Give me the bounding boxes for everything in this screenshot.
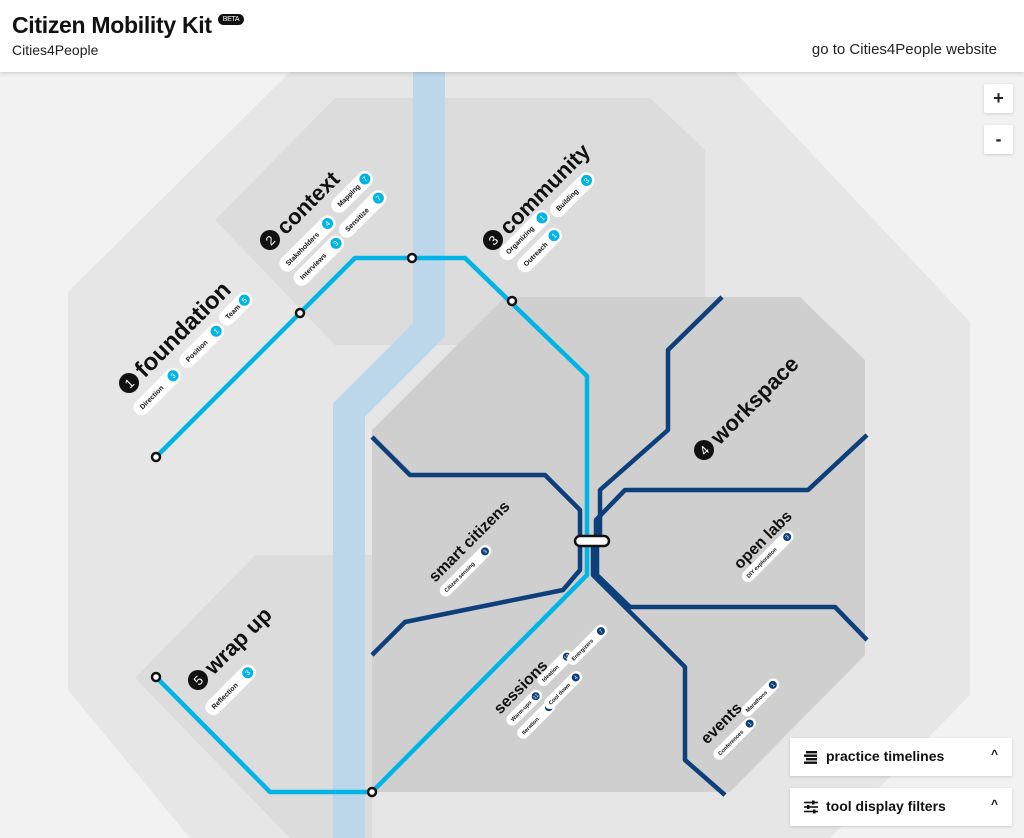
tool-count: 1 [770, 682, 776, 688]
tool-count: 5 [240, 296, 248, 304]
tool-count: 3 [583, 177, 591, 185]
tool-count: 7 [374, 194, 382, 202]
tool-count-badge [531, 692, 540, 701]
context-community-region [215, 98, 705, 345]
tool-count-badge [783, 533, 792, 542]
events-line [590, 545, 727, 797]
section-number-badge [483, 230, 503, 250]
tool-count: 4 [324, 220, 332, 228]
wrap-up-region [135, 555, 372, 838]
chevron-up-icon[interactable]: ^ [990, 747, 998, 761]
tool-count-badge [571, 673, 580, 682]
tool-pill-bg [293, 235, 344, 286]
tool-count: 1 [550, 232, 558, 240]
app-title-text: Citizen Mobility Kit [12, 12, 212, 38]
website-link[interactable]: go to Cities4People website [811, 41, 997, 58]
main-line [154, 255, 590, 794]
tool-count: 7 [361, 175, 369, 183]
workspace-line-right [593, 433, 869, 540]
tool-count-badge [768, 680, 777, 689]
station-node[interactable] [150, 451, 162, 463]
river [333, 72, 445, 838]
station-node[interactable] [406, 252, 418, 264]
station-node[interactable] [506, 295, 518, 307]
stations [150, 252, 518, 798]
tool-count: 1 [538, 214, 546, 222]
open-labs-line [594, 545, 869, 642]
tool-count: 3 [244, 669, 252, 677]
app-title: Citizen Mobility Kit BETA [12, 12, 245, 39]
timeline-stack-icon [804, 751, 817, 764]
tool-count-badge [548, 230, 560, 242]
tool-count: 3 [169, 372, 177, 380]
zoom-in-button[interactable]: + [984, 84, 1013, 113]
zoom-out-button[interactable]: - [984, 125, 1013, 154]
tool-pill-bg [567, 624, 608, 665]
tool-count: 3 [482, 549, 488, 555]
tool-count-badge [238, 294, 250, 306]
tool-count: 3 [785, 534, 791, 540]
station-node[interactable] [150, 671, 162, 683]
tool-pill-bg [517, 700, 556, 739]
tool-count-badge [322, 217, 334, 229]
tool-pill-bg [742, 530, 794, 583]
tool-count-badge [210, 325, 222, 337]
tool-count-badge [167, 370, 179, 382]
workspace-line-top [597, 295, 724, 540]
section-number-badge [694, 440, 714, 460]
tool-pill-bg [741, 678, 780, 717]
central-station[interactable] [573, 534, 611, 548]
tool-pill-bg [544, 671, 583, 710]
tool-pill-bg [279, 215, 336, 272]
tool-count: 1 [212, 327, 220, 335]
tool-count: 3 [332, 239, 340, 247]
panel-label: tool display filters [826, 798, 946, 814]
tool-count-badge [536, 212, 548, 224]
station-node[interactable] [294, 307, 306, 319]
tool-pill-bg [439, 545, 492, 597]
tool-count-badge [596, 627, 605, 636]
section-number-badge [119, 373, 139, 393]
wrap-up-line [154, 675, 372, 795]
tool-count-badge [242, 667, 254, 679]
tool-count: 11 [532, 693, 540, 701]
app-header: Citizen Mobility Kit BETA Cities4People g… [0, 0, 1024, 72]
section-number-badge [188, 670, 208, 690]
tool-count: 4 [573, 675, 579, 681]
beta-badge: BETA [217, 14, 245, 25]
tool-count-badge [581, 174, 593, 186]
tool-count-badge [745, 719, 754, 728]
practice-timelines-panel[interactable]: practice timelines ^ [790, 738, 1012, 776]
workspace-lines [370, 295, 869, 797]
tool-count: 1 [747, 721, 753, 727]
tool-pill-bg [713, 717, 756, 760]
tool-count: 7 [598, 628, 604, 634]
tool-pill-bg [499, 209, 551, 261]
tool-pill-bg [205, 664, 256, 716]
panel-label: practice timelines [826, 748, 945, 764]
tool-display-filters-panel[interactable]: tool display filters ^ [790, 788, 1012, 826]
tool-count-badge [372, 192, 384, 204]
sliders-icon [804, 800, 818, 814]
chevron-up-icon[interactable]: ^ [990, 797, 998, 811]
station-node[interactable] [366, 786, 378, 798]
app-subtitle: Cities4People [12, 42, 99, 58]
section-number-badge [260, 230, 280, 250]
tool-count-badge [359, 173, 371, 185]
main-lines [154, 255, 590, 795]
tool-count-badge [330, 237, 342, 249]
tool-count-badge [480, 547, 489, 556]
